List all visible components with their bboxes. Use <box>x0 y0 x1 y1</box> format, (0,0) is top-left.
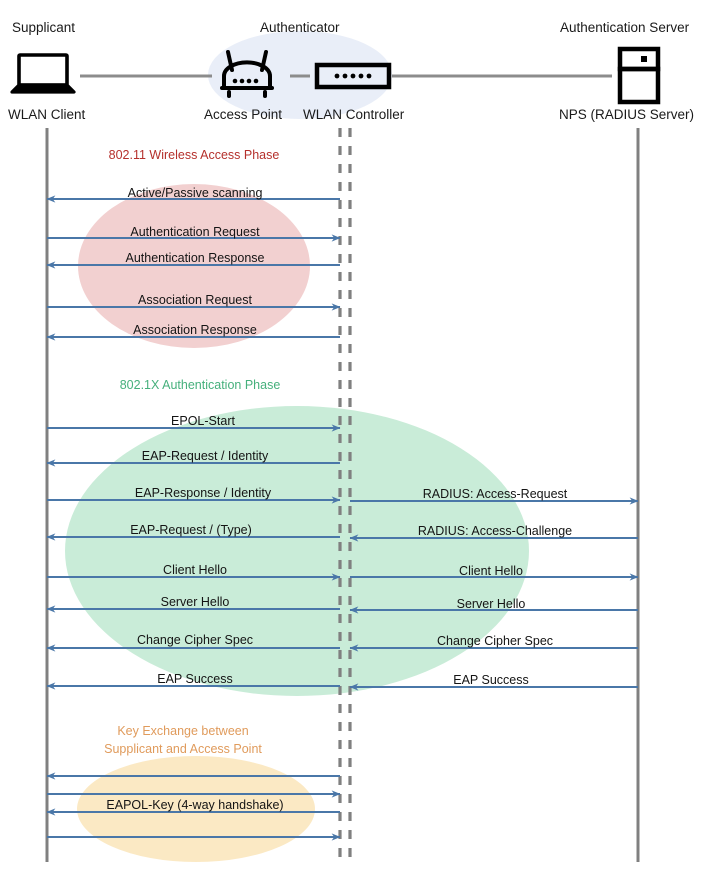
message-label-m1: Active/Passive scanning <box>127 186 263 200</box>
device-label-wlan-controller: WLAN Controller <box>303 107 405 122</box>
phase-ellipse-dot1x-auth <box>65 406 529 696</box>
message-label-r1: RADIUS: Access-Request <box>422 487 568 501</box>
message-label-r3: Client Hello <box>459 564 523 578</box>
lifeline-group <box>45 128 640 862</box>
phase-ellipse-key-exchange <box>77 756 315 862</box>
message-label-m11: Server Hello <box>160 595 230 609</box>
role-label-authenticator: Authenticator <box>260 20 340 35</box>
message-label-r6: EAP Success <box>453 673 529 687</box>
server-icon <box>617 46 661 105</box>
message-label-m10: Client Hello <box>163 563 227 577</box>
device-label-wlan-client: WLAN Client <box>8 107 86 122</box>
message-label-m13: EAP Success <box>157 672 233 686</box>
role-label-auth-server: Authentication Server <box>560 20 690 35</box>
laptop-icon <box>10 53 76 94</box>
message-label-m5: Association Response <box>133 323 257 337</box>
access-point-icon <box>220 50 274 98</box>
message-label-m9: EAP-Request / (Type) <box>130 523 252 537</box>
message-label-r4: Server Hello <box>456 597 526 611</box>
device-label-access-point: Access Point <box>204 107 283 122</box>
device-label-nps: NPS (RADIUS Server) <box>559 107 695 122</box>
role-label-supplicant: Supplicant <box>12 20 76 35</box>
phase-label-key-exchange-line2: Supplicant and Access Point <box>104 742 262 757</box>
message-label-m2: Authentication Request <box>130 225 260 239</box>
phase-label-key-exchange-line1: Key Exchange between <box>117 724 249 738</box>
message-label-m6: EPOL-Start <box>171 414 235 428</box>
message-label-m8: EAP-Response / Identity <box>134 486 272 500</box>
phase-label-key-exchange: Key Exchange between Supplicant and Acce… <box>73 722 293 758</box>
message-label-r2: RADIUS: Access-Challenge <box>417 524 573 538</box>
message-label-m7: EAP-Request / Identity <box>141 449 269 463</box>
phase-label-wireless-access: 802.11 Wireless Access Phase <box>108 148 280 162</box>
message-arrow-group <box>46 195 639 841</box>
message-label-m4: Association Request <box>138 293 252 307</box>
message-label-k3: EAPOL-Key (4-way handshake) <box>106 798 284 812</box>
message-label-m3: Authentication Response <box>125 251 265 265</box>
wlan-controller-icon <box>314 62 392 90</box>
message-label-r5: Change Cipher Spec <box>436 634 554 648</box>
message-label-m12: Change Cipher Spec <box>136 633 254 647</box>
phase-label-dot1x-auth: 802.1X Authentication Phase <box>119 378 281 392</box>
